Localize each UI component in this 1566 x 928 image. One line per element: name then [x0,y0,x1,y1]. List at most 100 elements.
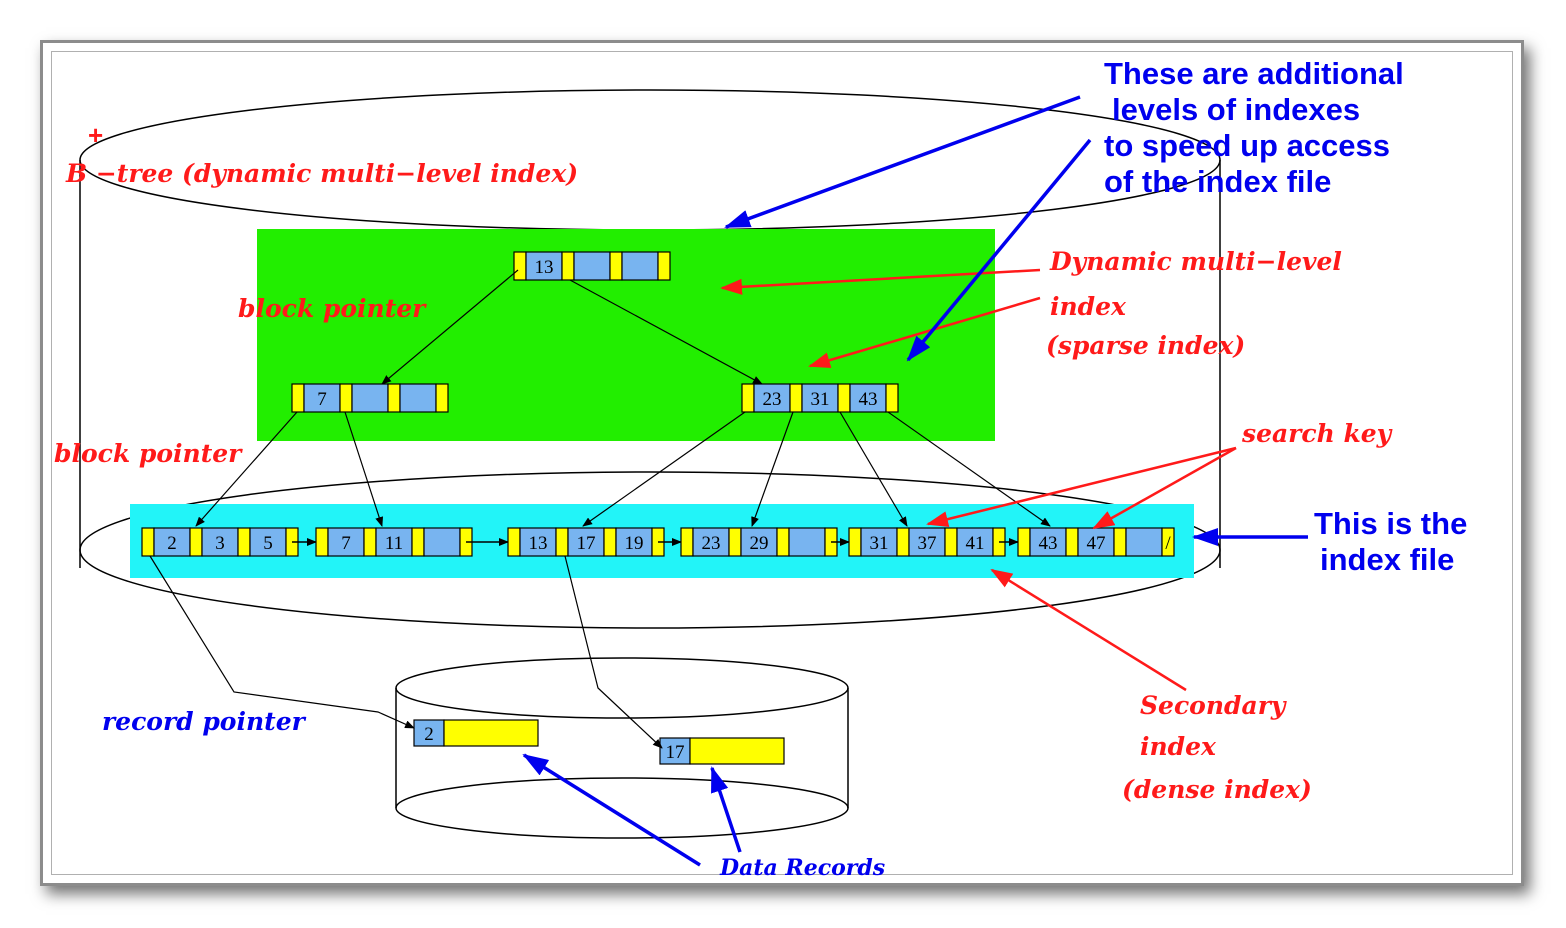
internal-node-left-key-cell [399,383,437,413]
label-additional-line4: of the index file [1104,164,1331,199]
secondary-arrow [990,568,1187,692]
leaf-node-pointer-cell [237,527,251,557]
leaf-node-key: 7 [341,533,351,554]
leaf-node-key: 43 [1039,533,1058,554]
leaf-node-key-cell [615,527,653,557]
leaf-node-key: 29 [750,533,769,554]
blue-arrows [522,95,1308,867]
label-block-pointer-1: block pointer [238,294,427,323]
leaf-node-key: 2 [167,533,177,554]
leaf-node-key: 17 [577,533,596,554]
diagram-title: B −tree (dynamic multi−level index) [65,159,578,188]
root-node-pointer-cell [513,251,527,281]
additional-arrow-1 [724,95,1081,229]
internal-node-right-key-cell [753,383,791,413]
root-node-key-cell [621,251,659,281]
figure-inner-border [51,51,1513,875]
root-node-key: 13 [535,257,554,278]
data-records-arrow-2 [710,766,742,853]
internal-node-left-pointer-cell [291,383,305,413]
leaf-node-key-cell [567,527,605,557]
leaf-node-pointer-cell [944,527,958,557]
red-arrows [720,268,1237,692]
leaf-node-key-cell [423,527,461,557]
root-node-pointer-cell [561,251,575,281]
internal-node-right-key: 23 [763,389,782,410]
root-node-key-cell [525,251,563,281]
leaf-node-pointer-cell [1017,527,1031,557]
leaf-node-pointer-cell [189,527,203,557]
label-index-file-line2: index file [1320,542,1454,577]
root-node-key-cell [573,251,611,281]
label-dynamic-line2: index [1050,292,1127,321]
leaf-node-pointer-cell [603,527,617,557]
leaf-node-pointer-cell [363,527,377,557]
leaf-node-pointer-cell [315,527,329,557]
label-additional-line3: to speed up access [1104,128,1390,163]
root-node-pointer-cell [657,251,671,281]
leaf-node-pointer-cell [1065,527,1079,557]
label-secondary-line2: index [1140,732,1217,761]
internal-node-left-key-cell [351,383,389,413]
data-record-body [689,737,785,765]
additional-arrow-2 [906,138,1092,362]
internal-node-right-pointer-cell [885,383,899,413]
search-key-arrow-1 [926,446,1237,527]
label-secondary-line3: (dense index) [1122,775,1312,804]
leaf-node-key: 41 [966,533,985,554]
label-search-key: search key [1241,419,1393,448]
internal-node-left-key-cell [303,383,341,413]
label-dynamic-line1: Dynamic multi−level [1049,247,1342,276]
dynamic-arrow-2 [808,296,1041,369]
leaf-node-pointer-cell [1161,527,1175,557]
leaf-node-key: 31 [870,533,889,554]
leaf-node-key-cell [327,527,365,557]
label-dynamic-line3: (sparse index) [1046,331,1245,360]
internal-node-right-key: 31 [811,389,830,410]
data-record-key: 2 [424,724,434,745]
label-block-pointer-2: block pointer [54,439,243,468]
leaf-node-key: 37 [918,533,937,554]
leaf-node-key: 47 [1087,533,1106,554]
label-index-file-line1: This is the [1314,506,1467,541]
leaf-node-pointer-cell [555,527,569,557]
leaf-node-key-cell [788,527,826,557]
leaf-node-key: 13 [529,533,548,554]
root-node-pointer-cell [609,251,623,281]
leaf-node-key: 23 [702,533,721,554]
leaf-node-pointer-cell [848,527,862,557]
internal-node-right-key-cell [849,383,887,413]
leaf-node-key-cell [956,527,994,557]
data-records-arrow-1 [522,753,701,867]
leaf-node-pointer-cell [896,527,910,557]
index-cylinder-bottom [79,471,1221,629]
leaf-node-key: 19 [625,533,644,554]
label-record-pointer: record pointer [102,707,307,736]
tree-pointers [149,269,1051,749]
leaf-node-pointer-cell [680,527,694,557]
title-plus: + [88,120,103,150]
leaf-node-pointer-cell [1113,527,1127,557]
leaf-node-pointer-cell [728,527,742,557]
leaf-node-key-cell [1125,527,1163,557]
data-record-key: 17 [666,742,685,763]
leaf-node-key-cell [860,527,898,557]
internal-node-right-key-cell [801,383,839,413]
internal-node-right-pointer-cell [837,383,851,413]
leaf-node-key-cell [908,527,946,557]
label-data-records: Data Records [719,855,885,881]
internal-node-left-pointer-cell [339,383,353,413]
leaf-node-pointer-cell [141,527,155,557]
null-pointer-mark: / [1165,533,1171,554]
internal-node-right-key: 43 [859,389,878,410]
leaf-node-key-cell [249,527,287,557]
label-additional-line2: levels of indexes [1112,92,1360,127]
leaf-node-key: 5 [263,533,273,554]
leaf-node-key: 3 [215,533,225,554]
internal-node-left-pointer-cell [387,383,401,413]
label-secondary-line1: Secondary [1140,691,1287,720]
leaf-node-key-cell [375,527,413,557]
label-additional-line1: These are additional [1104,56,1404,91]
